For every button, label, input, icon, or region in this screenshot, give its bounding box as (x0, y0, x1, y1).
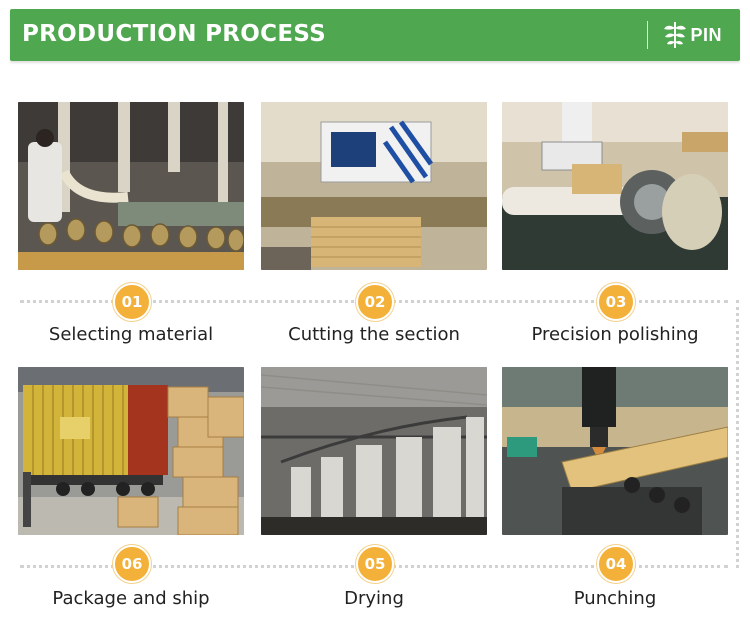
step-label-punching: Punching (573, 588, 657, 609)
brand-logo: PIN (647, 19, 722, 51)
step-badge-04: 04 (597, 545, 635, 583)
photo-punching (502, 367, 728, 535)
photo-selecting-material (18, 102, 244, 270)
page-title: PRODUCTION PROCESS (22, 21, 327, 47)
brand-name: PIN (690, 24, 722, 45)
step-badge-01: 01 (113, 283, 151, 321)
step-label-drying: Drying (344, 588, 404, 609)
step-badge-02: 02 (356, 283, 394, 321)
dotted-connector-right (736, 300, 739, 568)
brand-divider (647, 21, 649, 49)
photo-drying (261, 367, 487, 535)
step-badge-03: 03 (597, 283, 635, 321)
step-label-cutting-section: Cutting the section (288, 324, 460, 345)
photo-package-ship (18, 367, 244, 535)
photo-cutting-section (261, 102, 487, 270)
header-banner: PRODUCTION PROCESS PIN (10, 9, 740, 61)
step-label-precision-polishing: Precision polishing (531, 324, 699, 345)
step-label-package-ship: Package and ship (52, 588, 210, 609)
bamboo-leaf-icon (664, 22, 687, 48)
step-badge-06: 06 (113, 545, 151, 583)
step-label-selecting-material: Selecting material (48, 324, 214, 345)
step-badge-05: 05 (356, 545, 394, 583)
photo-precision-polishing (502, 102, 728, 270)
